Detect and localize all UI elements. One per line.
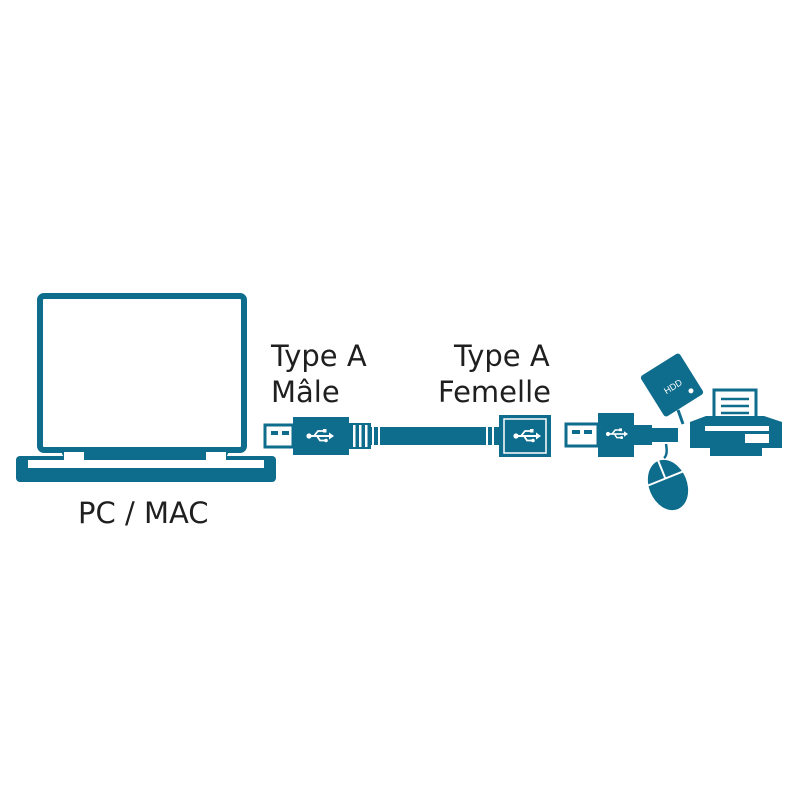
hdd-icon: HDD [640,353,704,417]
female-connector-label-gender: Femelle [438,375,551,409]
usb-female-socket-icon [499,415,551,457]
laptop-icon [16,293,276,482]
female-connector-label-type: Type A [454,339,550,373]
computer-label: PC / MAC [78,496,209,530]
male-connector-label-type: Type A [271,339,367,373]
usb-cable [371,427,499,445]
mouse-icon [647,443,689,511]
usb-male-plug-icon [263,417,371,455]
usb-male-plug-icon [564,413,678,457]
printer-icon [690,388,782,456]
male-connector-label-gender: Mâle [271,375,340,409]
